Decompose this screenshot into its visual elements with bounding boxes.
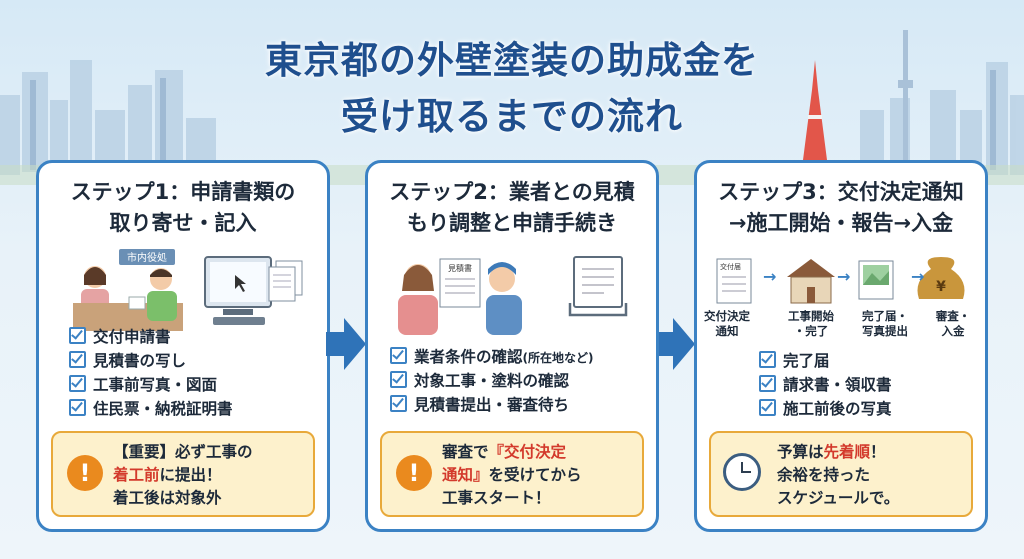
step1-heading-line1: ステップ1：申請書類の	[70, 180, 296, 204]
office-counter-illustration: 市内役処	[73, 249, 303, 331]
next-step-arrow-icon	[326, 318, 366, 370]
step2-heading-line1: ステップ2：業者との見積	[389, 180, 635, 204]
checkbox-icon	[759, 351, 776, 368]
checkbox-icon	[759, 375, 776, 392]
step3-note-text: 予算は先着順！ 余裕を持った スケジュールで。	[777, 443, 900, 507]
list-item: 工事前写真・図面	[69, 373, 233, 397]
step1-warning-box: ! 【重要】必ず工事の 着工前に提出！ 着工後は対象外	[51, 431, 315, 517]
list-item: 業者条件の確認(所在地など)	[390, 345, 594, 369]
list-item: 住民票・納税証明書	[69, 397, 233, 421]
step1-checklist: 交付申請書 見積書の写し 工事前写真・図面 住民票・納税証明書	[69, 325, 233, 421]
page-title-line1: 東京都の外壁塗装の助成金を	[265, 39, 759, 82]
step1-card: ステップ1：申請書類の 取り寄せ・記入 市内役処 交付申請書 見積書の写し 工事…	[36, 160, 330, 532]
page-title-line2: 受け取るまでの流れ	[341, 95, 683, 138]
step2-warning-text: 審査で『交付決定 通知』を受けてから 工事スタート！	[442, 443, 582, 507]
step1-warning-text: 【重要】必ず工事の 着工前に提出！ 着工後は対象外	[113, 443, 253, 507]
step3-heading-line2: →施工開始・報告→入金	[728, 211, 954, 235]
contractor-meeting-illustration: 見積書	[398, 256, 628, 335]
list-item: 対象工事・塗料の確認	[390, 369, 594, 393]
flow-step-report: 完了届・写真提出	[862, 309, 908, 338]
flow-arrow-icon: →	[837, 267, 851, 286]
step3-note-box: 予算は先着順！ 余裕を持った スケジュールで。	[709, 431, 973, 517]
list-item: 見積書提出・審査待ち	[390, 393, 594, 417]
step2-warning-box: ! 審査で『交付決定 通知』を受けてから 工事スタート！	[380, 431, 644, 517]
step3-heading-line1: ステップ3：交付決定通知	[718, 180, 964, 204]
step1-heading: ステップ1：申請書類の 取り寄せ・記入	[39, 177, 327, 239]
estimate-document-text: 見積書	[448, 263, 472, 273]
checkbox-icon	[390, 347, 407, 364]
checkbox-icon	[759, 399, 776, 416]
step2-heading: ステップ2：業者との見積 もり調整と申請手続き	[368, 177, 656, 239]
flow-step-notice: 交付決定通知	[704, 309, 750, 338]
step3-checklist: 完了届 請求書・領収書 施工前後の写真	[759, 349, 892, 421]
flow-arrow-icon: →	[911, 267, 925, 286]
exclamation-icon: !	[67, 455, 103, 491]
step2-heading-line2: もり調整と申請手続き	[407, 211, 617, 235]
checkbox-icon	[390, 395, 407, 412]
checkbox-icon	[69, 399, 86, 416]
list-item: 見積書の写し	[69, 349, 233, 373]
checkbox-icon	[69, 327, 86, 344]
checkbox-icon	[69, 351, 86, 368]
checkbox-icon	[390, 371, 407, 388]
step3-heading: ステップ3：交付決定通知 →施工開始・報告→入金	[697, 177, 985, 239]
next-step-arrow-icon	[655, 318, 695, 370]
step2-checklist: 業者条件の確認(所在地など) 対象工事・塗料の確認 見積書提出・審査待ち	[390, 345, 594, 417]
list-item: 完了届	[759, 349, 892, 373]
process-flow-illustration: 交付届 ¥	[716, 257, 965, 304]
checkbox-icon	[69, 375, 86, 392]
step1-heading-line2: 取り寄せ・記入	[109, 211, 257, 235]
step2-card: ステップ2：業者との見積 もり調整と申請手続き 見積書 業者条件の確認(所在地な…	[365, 160, 659, 532]
flow-step-construction: 工事開始・完了	[788, 309, 834, 338]
flow-arrow-icon: →	[763, 267, 777, 286]
clock-icon	[723, 453, 761, 491]
notice-document-text: 交付届	[720, 262, 741, 271]
list-item: 交付申請書	[69, 325, 233, 349]
list-item: 施工前後の写真	[759, 397, 892, 421]
list-item: 請求書・領収書	[759, 373, 892, 397]
office-sign-text: 市内役処	[127, 251, 167, 264]
exclamation-icon: !	[396, 455, 432, 491]
yen-icon: ¥	[936, 279, 946, 295]
step3-card: ステップ3：交付決定通知 →施工開始・報告→入金 交付届 ¥ → → → 交付決…	[694, 160, 988, 532]
flow-step-payment: 審査・入金	[935, 309, 971, 338]
